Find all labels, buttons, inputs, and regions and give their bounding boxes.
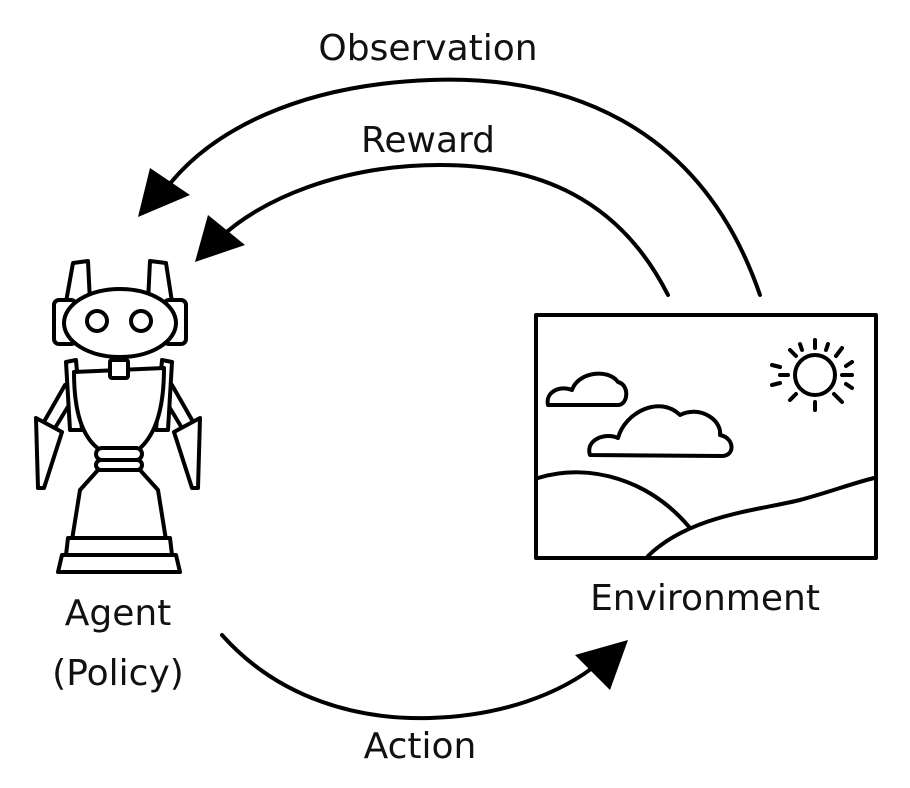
policy-label: (Policy)	[52, 653, 184, 694]
action-arrow	[220, 633, 628, 721]
reward-arrow	[195, 163, 670, 297]
observation-label: Observation	[318, 28, 537, 69]
environment-scene-icon	[534, 313, 878, 560]
observation-arrow	[138, 77, 762, 297]
agent-label: Agent	[65, 593, 172, 634]
environment-label: Environment	[590, 578, 820, 619]
reward-label: Reward	[361, 120, 495, 161]
robot-agent-icon	[34, 259, 202, 574]
action-label: Action	[364, 726, 477, 767]
